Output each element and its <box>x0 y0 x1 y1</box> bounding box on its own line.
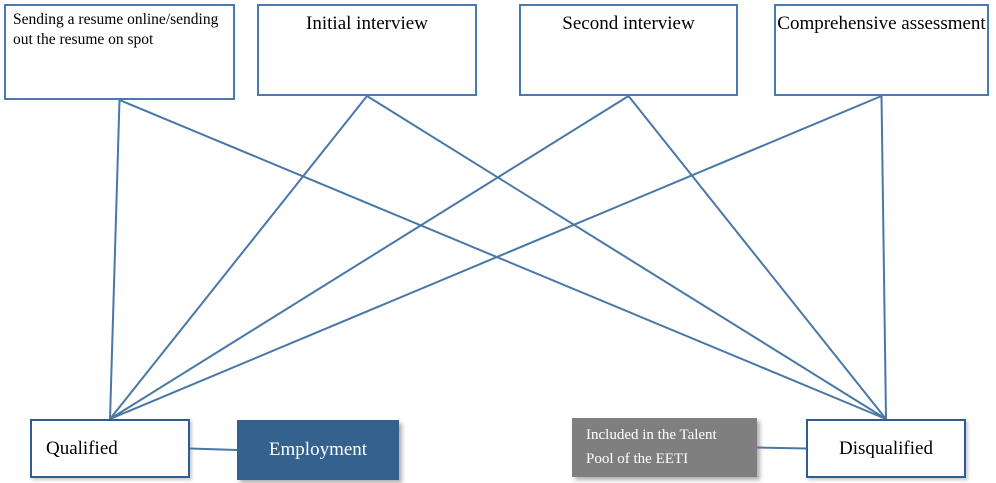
connector-line-resume-to-qualified <box>109 99 121 420</box>
stage-box-second-interview: Second interview <box>519 4 738 96</box>
stage-box-resume-submission: Sending a resume online/sending out the … <box>4 4 235 100</box>
outcome-box-qualified: Qualified <box>30 419 190 478</box>
connector-line-initial-to-disqualified <box>366 95 887 420</box>
connector-line-comprehensive-to-qualified <box>109 95 882 420</box>
result-box-talent-pool: Included in the Talent Pool of the EETI <box>572 418 757 477</box>
result-label-talent-pool: Included in the Talent Pool of the EETI <box>586 427 717 467</box>
connector-line-talent-pool-to-disqualified <box>756 446 807 450</box>
stage-label-initial-interview: Initial interview <box>306 13 428 34</box>
connector-line-resume-to-disqualified <box>119 99 887 420</box>
connector-line-second-to-qualified <box>109 95 630 420</box>
stage-box-initial-interview: Initial interview <box>257 4 477 96</box>
connector-line-second-to-disqualified <box>627 95 887 420</box>
outcome-label-qualified: Qualified <box>46 437 118 459</box>
outcome-label-disqualified: Disqualified <box>839 437 933 459</box>
connector-line-initial-to-qualified <box>109 95 368 420</box>
connector-line-qualified-to-employment <box>189 447 238 451</box>
result-box-employment: Employment <box>237 420 399 480</box>
outcome-box-disqualified: Disqualified <box>806 419 966 478</box>
connector-line-comprehensive-to-disqualified <box>880 95 887 420</box>
stage-box-comprehensive-assessment: Comprehensive assessment <box>774 4 989 96</box>
stage-label-second-interview: Second interview <box>562 13 695 34</box>
stage-label-comprehensive-assessment: Comprehensive assessment <box>777 13 986 34</box>
result-label-employment: Employment <box>268 439 368 460</box>
stage-label-resume-submission: Sending a resume online/sending out the … <box>13 11 219 48</box>
